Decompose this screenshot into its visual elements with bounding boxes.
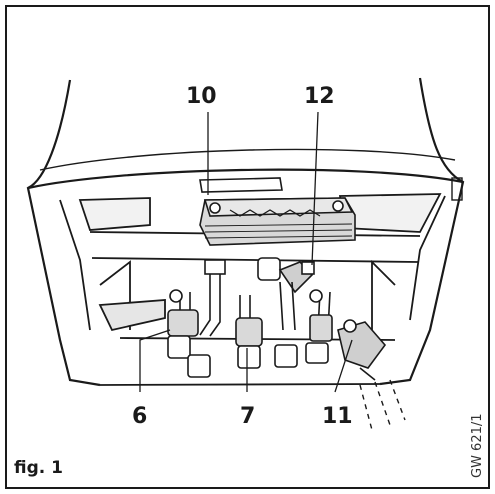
boiler-casing (26, 77, 465, 387)
valve-row (167, 289, 387, 381)
figure-label: fig. 1 (14, 458, 63, 478)
leader-6 (139, 329, 171, 392)
leader-12 (311, 111, 319, 266)
pressure-valve (337, 321, 387, 369)
heat-exchanger (199, 197, 356, 246)
drain-dashes (359, 379, 406, 431)
leader-lines (139, 111, 353, 393)
central-fitting (235, 317, 263, 347)
callout-7: 7 (240, 404, 256, 429)
side-tab (451, 177, 463, 201)
callout-12: 12 (304, 84, 335, 109)
reference-code: GW 621/1 (470, 413, 485, 478)
gas-valve-body (167, 309, 199, 337)
callout-11: 11 (322, 404, 353, 429)
callout-10: 10 (186, 84, 217, 109)
diverter-valve (257, 257, 315, 294)
callout-6: 6 (132, 404, 148, 429)
border-frame (5, 5, 490, 489)
leader-11 (334, 339, 353, 393)
top-bracket (199, 177, 283, 193)
